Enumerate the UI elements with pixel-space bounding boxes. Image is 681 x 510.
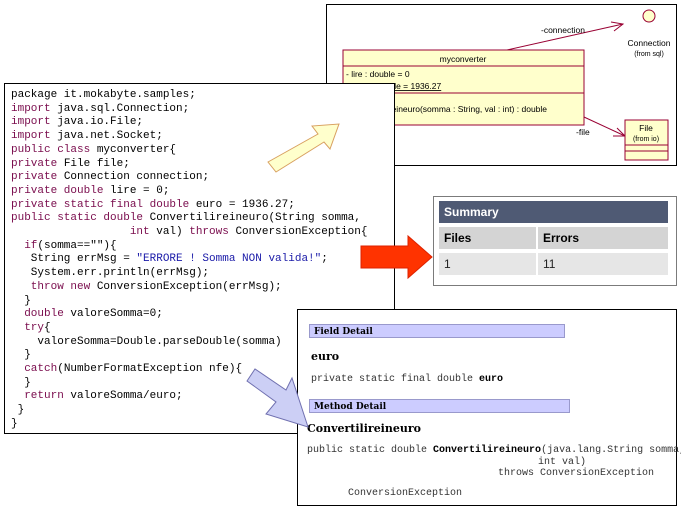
code-text: valoreSomma/euro; (63, 390, 183, 403)
code-keyword: import (11, 102, 51, 115)
file-package: (from io) (633, 136, 659, 143)
javadoc-panel: Field Detail euro private static final d… (297, 309, 681, 506)
connection-interface-icon (642, 9, 656, 23)
summary-header-files: Files (439, 227, 536, 249)
code-keyword: catch (11, 363, 58, 376)
file-class-box (624, 119, 669, 161)
exception-name: ConversionException (348, 488, 463, 499)
file-arrowhead (613, 127, 627, 137)
field-signature-name: euro (479, 374, 504, 385)
code-text: ConversionException(errMsg); (90, 280, 282, 293)
code-text: (somma==""){ (37, 239, 117, 252)
code-keyword: throw new (11, 280, 91, 293)
code-text: Convertilireineuro(String somma, (143, 212, 361, 225)
code-text: } (11, 294, 31, 307)
method-signature-name: Convertilireineuro (433, 445, 542, 456)
code-keyword: int (11, 226, 150, 239)
code-text: (NumberFormatException nfe){ (57, 363, 243, 376)
code-text: { (44, 321, 51, 334)
code-text: valoreSomma=0; (63, 308, 163, 321)
code-text: euro = 1936.27; (189, 198, 295, 211)
field-signature: private static final double euro (311, 374, 503, 385)
code-text: package it.mokabyte.samples; (11, 89, 196, 101)
file-class-name: File (639, 123, 653, 133)
field-detail-header: Field Detail (309, 324, 565, 338)
connection-class-name: Connection (627, 38, 670, 48)
code-keyword: private (11, 157, 58, 170)
connection-role-label: -connection (541, 25, 585, 35)
summary-report-panel: Summary Files Errors 1 11 (433, 196, 677, 286)
code-keyword: private static final double (11, 198, 190, 211)
code-keyword: import (11, 130, 51, 143)
code-keyword: try (11, 321, 45, 334)
code-keyword: private (11, 171, 58, 184)
code-text: ; (321, 253, 328, 266)
field-signature-prefix: private static final double (311, 374, 480, 385)
code-keyword: public class (11, 143, 91, 156)
method-detail-header: Method Detail (309, 399, 570, 413)
code-keyword: import (11, 116, 51, 129)
field-name-heading: euro (311, 350, 340, 363)
code-string: "ERRORE ! Somma NON valida!" (136, 253, 322, 266)
connection-package: (from sql) (634, 51, 664, 58)
class-operation: + Convertilireineuro(somma : String, val… (346, 104, 547, 114)
code-keyword: double (11, 308, 64, 321)
summary-table: Summary Files Errors 1 11 (439, 201, 668, 277)
code-text: } (11, 376, 31, 389)
method-signature-prefix: public static double (307, 445, 434, 456)
class-attribute-lire: - lire : double = 0 (346, 69, 410, 79)
code-keyword: private double (11, 184, 104, 197)
method-signature: public static double Convertilireineuro(… (307, 445, 681, 456)
summary-value-errors: 11 (538, 253, 668, 275)
code-text: myconverter{ (90, 143, 177, 156)
code-text: ConversionException{ (228, 226, 368, 239)
code-text: } (11, 404, 25, 417)
class-name: myconverter (440, 54, 487, 64)
code-text: } (11, 349, 31, 362)
code-text: System.err.println(errMsg); (11, 267, 210, 280)
summary-value-files: 1 (439, 253, 536, 275)
java-source-code: package it.mokabyte.samples; import java… (11, 89, 367, 432)
code-text: java.io.File; (50, 116, 144, 129)
code-keyword: return (11, 390, 64, 403)
code-text: val) (149, 226, 190, 239)
method-throws: throws ConversionException (498, 468, 655, 479)
code-text: String errMsg = (11, 253, 137, 266)
code-keyword: throws (189, 226, 229, 239)
code-text: valoreSomma=Double.parseDouble(somma) (11, 335, 282, 348)
code-text: } (11, 417, 18, 430)
code-keyword: if (11, 239, 38, 252)
code-text: Connection connection; (57, 171, 210, 184)
method-name-heading: Convertilireineuro (307, 422, 421, 435)
connection-arrowhead (610, 21, 625, 32)
connection-association-line (506, 23, 624, 51)
code-text: File file; (57, 157, 130, 170)
method-signature-params-cont: int val) (538, 457, 587, 468)
file-role-label: -file (576, 127, 590, 137)
code-keyword: public static double (11, 212, 144, 225)
method-signature-params: (java.lang.String somma, (541, 445, 681, 456)
code-text: lire = 0; (103, 184, 170, 197)
code-text: java.net.Socket; (50, 130, 163, 143)
summary-header-errors: Errors (538, 227, 668, 249)
file-association-line (583, 116, 626, 137)
code-text: java.sql.Connection; (50, 102, 190, 115)
summary-title: Summary (439, 201, 668, 223)
